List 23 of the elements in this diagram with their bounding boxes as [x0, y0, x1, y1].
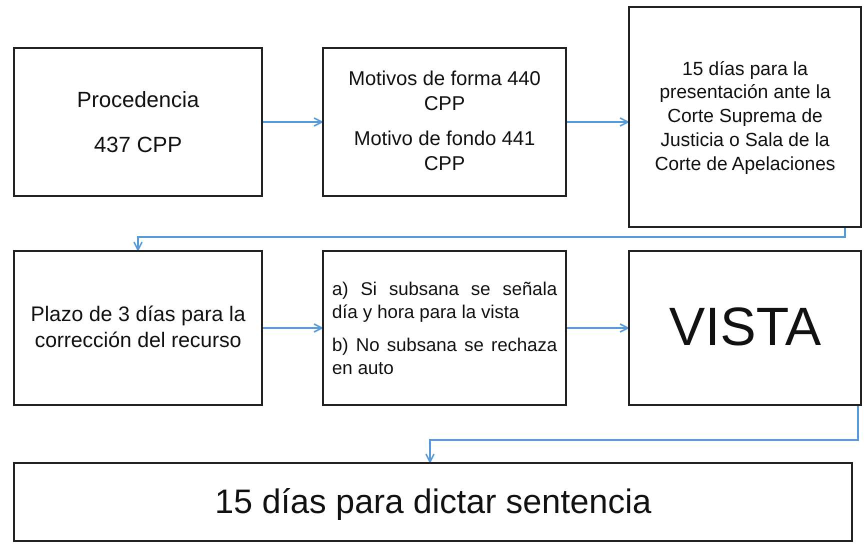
arrow	[263, 323, 323, 333]
process-box	[13, 47, 263, 197]
process-box	[628, 6, 862, 228]
box-text: 15 días para dictar sentencia	[214, 482, 652, 523]
box-text: 15 días para la presentación ante la Corte Suprema de Justicia o Sala de la Corte de Apelaciones	[654, 58, 836, 176]
arrow	[567, 323, 629, 333]
process-box	[13, 250, 263, 406]
box-text: Plazo de 3 días para la corrección del recurso	[30, 302, 246, 354]
box-text: Procedencia	[76, 86, 200, 113]
box-text: Motivo de fondo 441 CPP	[352, 127, 536, 177]
box-text: VISTA	[668, 296, 822, 360]
process-box	[322, 47, 567, 197]
box-text: a) Si subsana se señala día y hora para la vista	[332, 276, 557, 323]
process-box	[13, 462, 853, 542]
box-text: b) No subsana se rechaza en auto	[332, 333, 557, 380]
arrow	[263, 117, 323, 127]
box-text: 437 CPP	[94, 131, 182, 158]
arrow	[133, 228, 846, 251]
box-text: Motivos de forma 440 CPP	[347, 67, 542, 117]
process-box	[628, 250, 862, 406]
arrow	[425, 406, 859, 463]
arrow	[567, 117, 629, 127]
process-box	[322, 250, 567, 406]
